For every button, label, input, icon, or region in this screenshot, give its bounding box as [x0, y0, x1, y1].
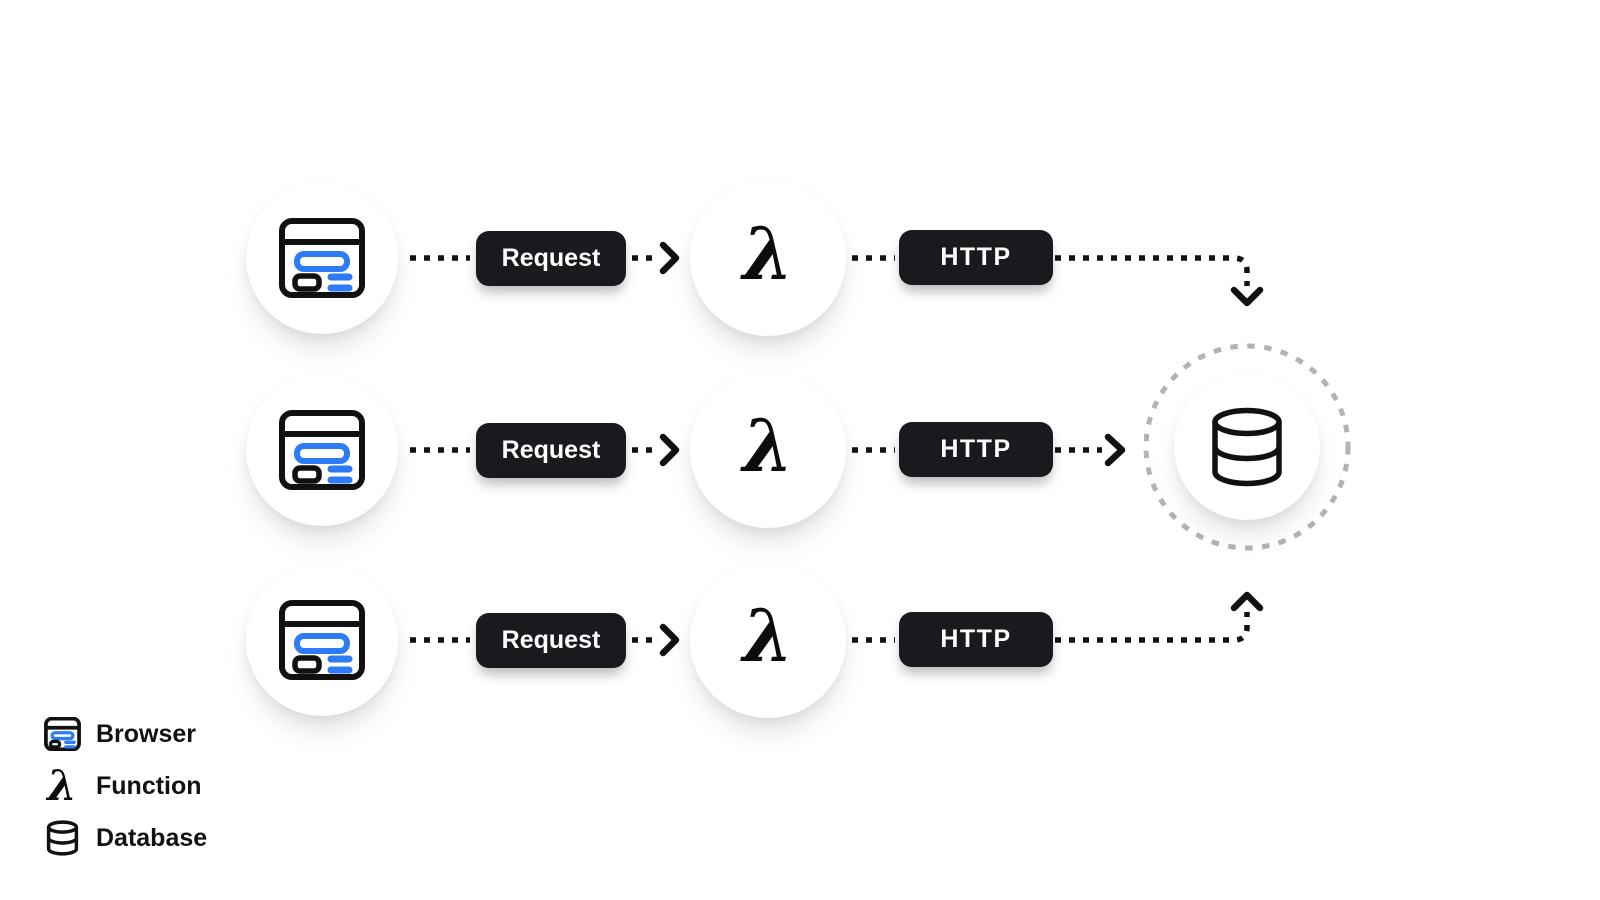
- arrowhead-right-icon: [659, 433, 680, 467]
- request-label: Request: [501, 244, 601, 272]
- arrowhead-right-icon: [659, 241, 680, 275]
- database-icon: [46, 820, 78, 856]
- browser-icon: [279, 410, 365, 490]
- legend-label: Browser: [96, 719, 197, 748]
- legend-label: Function: [96, 771, 202, 800]
- database-icon: [1212, 407, 1282, 487]
- request-badge: Request: [476, 613, 626, 668]
- arrowhead-right-icon: [659, 623, 680, 657]
- database-dashed-ring: [1143, 343, 1351, 551]
- browser-icon: [279, 600, 365, 680]
- browser-icon: [43, 717, 81, 751]
- arrowhead-up-icon: [1230, 591, 1264, 612]
- request-badge: Request: [476, 423, 626, 478]
- arrowhead-right-icon: [1104, 433, 1126, 467]
- request-label: Request: [501, 436, 601, 464]
- http-label: HTTP: [940, 435, 1012, 463]
- lambda-icon: λ: [742, 211, 794, 296]
- http-badge: HTTP: [899, 422, 1053, 477]
- arrowhead-down-icon: [1230, 286, 1264, 307]
- lambda-icon: λ: [47, 761, 77, 810]
- http-label: HTTP: [940, 243, 1012, 271]
- browser-icon: [279, 218, 365, 298]
- legend: Browser λ Function Database: [40, 708, 207, 864]
- legend-item-database: Database: [40, 812, 207, 864]
- http-label: HTTP: [940, 625, 1012, 653]
- function-node: λ: [690, 180, 846, 336]
- request-label: Request: [501, 626, 601, 654]
- http-badge: HTTP: [899, 612, 1053, 667]
- dashed-elbow-up: [1055, 612, 1250, 643]
- request-badge: Request: [476, 231, 626, 286]
- dashed-elbow-down: [1055, 255, 1250, 286]
- lambda-icon: λ: [742, 403, 794, 488]
- legend-label: Database: [96, 823, 208, 852]
- browser-node: [246, 182, 398, 334]
- function-node: λ: [690, 562, 846, 718]
- legend-item-browser: Browser: [40, 708, 207, 760]
- browser-node: [246, 374, 398, 526]
- function-node: λ: [690, 372, 846, 528]
- http-badge: HTTP: [899, 230, 1053, 285]
- browser-node: [246, 564, 398, 716]
- legend-item-function: λ Function: [40, 760, 207, 812]
- lambda-icon: λ: [742, 593, 794, 678]
- database-node: [1174, 374, 1320, 520]
